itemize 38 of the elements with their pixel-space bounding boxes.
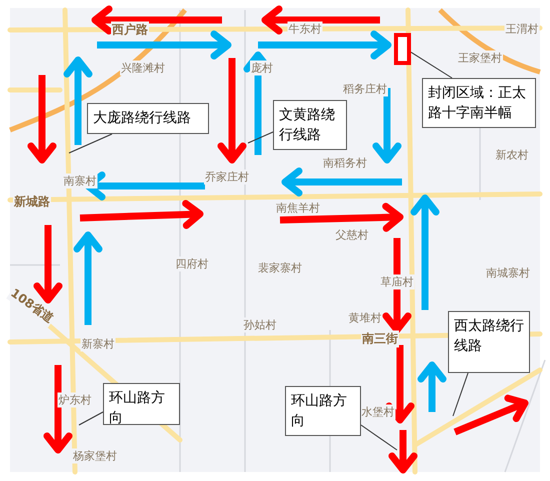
place-name: 庞村 <box>250 60 274 76</box>
place-name: 乔家庄村 <box>204 170 250 184</box>
place-name: 南城寨村 <box>485 266 531 280</box>
leader-line <box>68 134 112 154</box>
callout-box: 文黄路绕行线路 <box>273 100 347 150</box>
place-name: 王渭村 <box>504 22 540 36</box>
road-name: 西户路 <box>111 22 149 38</box>
place-name: 南寨村 <box>62 174 98 188</box>
place-name: 稻务庄村 <box>342 82 388 96</box>
callout-box: 西太路绕行线路 <box>448 311 530 373</box>
callout-box: 大庞路绕行线路 <box>87 103 209 134</box>
callout-box: 封闭区域：正太路十字南半幅 <box>422 78 536 128</box>
place-name: 黄堆村 <box>348 310 382 326</box>
leader-line <box>410 52 452 78</box>
place-name: 裴家寨村 <box>257 260 303 276</box>
place-name: 新寨村 <box>80 336 116 352</box>
place-name: 水堡村 <box>360 404 396 420</box>
place-name: 四府村 <box>174 256 210 272</box>
place-name: 南焦羊村 <box>275 200 321 216</box>
closed-area-marker <box>394 33 411 65</box>
leader-line <box>452 372 468 416</box>
road-name: 南三街 <box>361 330 399 348</box>
callout-box: 环山路方向 <box>285 386 361 436</box>
place-name: 炉东村 <box>58 392 92 408</box>
place-name: 南稻务村 <box>322 156 368 170</box>
leader-line <box>360 424 398 450</box>
place-name: 父慈村 <box>334 228 370 242</box>
callout-box: 环山路方向 <box>103 383 180 425</box>
place-name: 杨家堡村 <box>72 448 118 464</box>
leader-line <box>78 412 104 426</box>
road-name: 新城路 <box>13 194 51 210</box>
place-name: 兴隆滩村 <box>120 60 166 76</box>
place-name: 牛东村 <box>288 22 322 36</box>
place-name: 草庙村 <box>380 274 414 290</box>
place-name: 孙姑村 <box>242 318 278 332</box>
place-name: 新农村 <box>494 148 530 162</box>
leader-line <box>248 132 274 144</box>
place-name: 王家堡村 <box>457 50 503 66</box>
